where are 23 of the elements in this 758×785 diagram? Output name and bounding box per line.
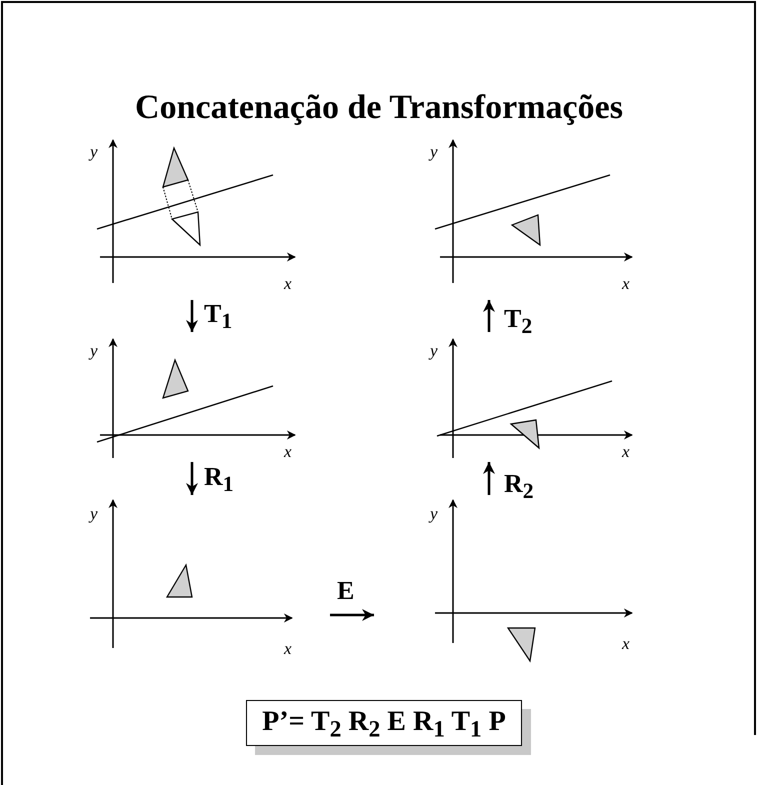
axis-label: x	[284, 443, 292, 460]
axis-label: y	[90, 143, 98, 160]
arrow	[483, 462, 495, 495]
axis-label: x	[284, 275, 292, 292]
edge-label: E	[337, 577, 354, 605]
axis-label: y	[430, 143, 438, 160]
axis-label: y	[430, 505, 438, 522]
edge-label: T$_{1}$	[204, 300, 232, 336]
axis-label: x	[622, 635, 630, 652]
arrow	[186, 300, 198, 332]
axis-label: y	[90, 342, 98, 359]
axis-label: x	[284, 640, 292, 657]
arrow	[186, 462, 198, 495]
axis-label: y	[430, 342, 438, 359]
arrow	[330, 609, 374, 621]
edge-label: R$_{2}$	[504, 470, 534, 506]
axis-label: y	[90, 505, 98, 522]
axis-label: x	[622, 275, 630, 292]
edge-label: T$_{2}$	[504, 305, 532, 340]
axis-label: x	[622, 443, 630, 460]
edge-label: R$_{1}$	[204, 463, 234, 498]
arrow	[483, 300, 495, 332]
title: Concatenação de Transformações	[134, 88, 624, 128]
